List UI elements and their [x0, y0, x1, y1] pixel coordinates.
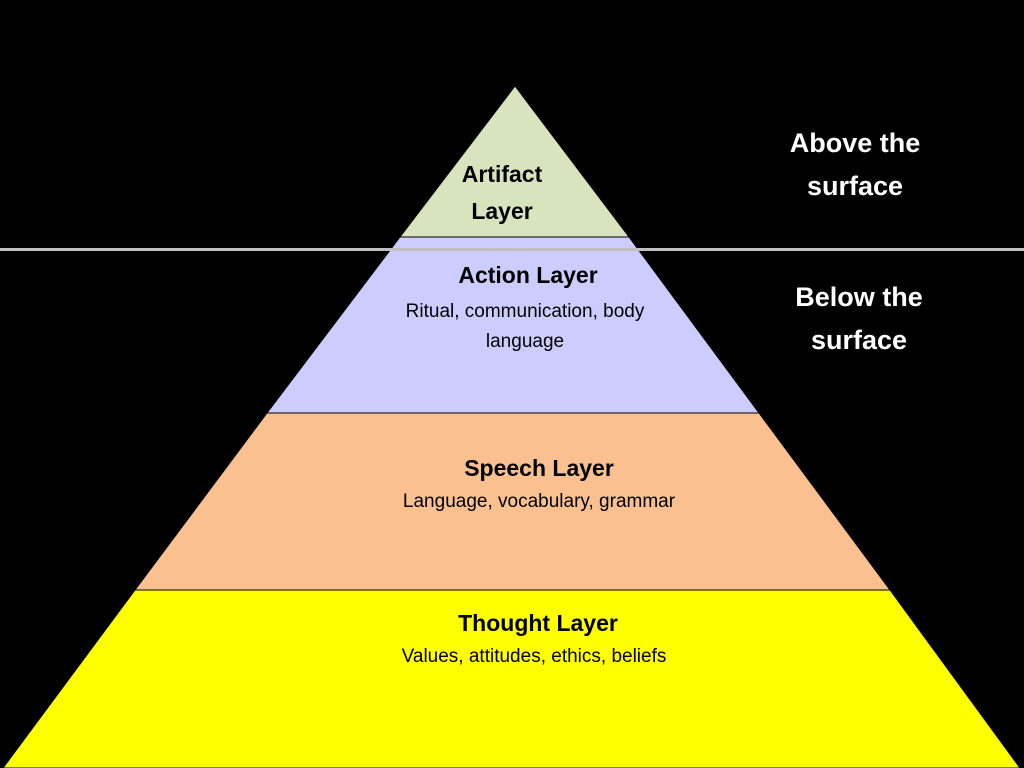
speech-layer-subtitle: Language, vocabulary, grammar	[402, 491, 676, 512]
action-layer-title: Action Layer	[458, 262, 598, 288]
surface-line	[0, 248, 1024, 251]
above-surface-label: Above the surface	[789, 128, 921, 202]
thought-layer-shape	[2, 589, 1021, 768]
action-layer-subtitle: Ritual, communication, body language	[405, 301, 645, 353]
artifact-layer-title: Artifact Layer	[461, 161, 543, 224]
thought-layer-title: Thought Layer	[458, 610, 618, 636]
speech-layer-title: Speech Layer	[464, 455, 614, 481]
thought-layer-subtitle: Values, attitudes, ethics, beliefs	[401, 646, 667, 667]
below-surface-label: Below the surface	[795, 282, 923, 356]
